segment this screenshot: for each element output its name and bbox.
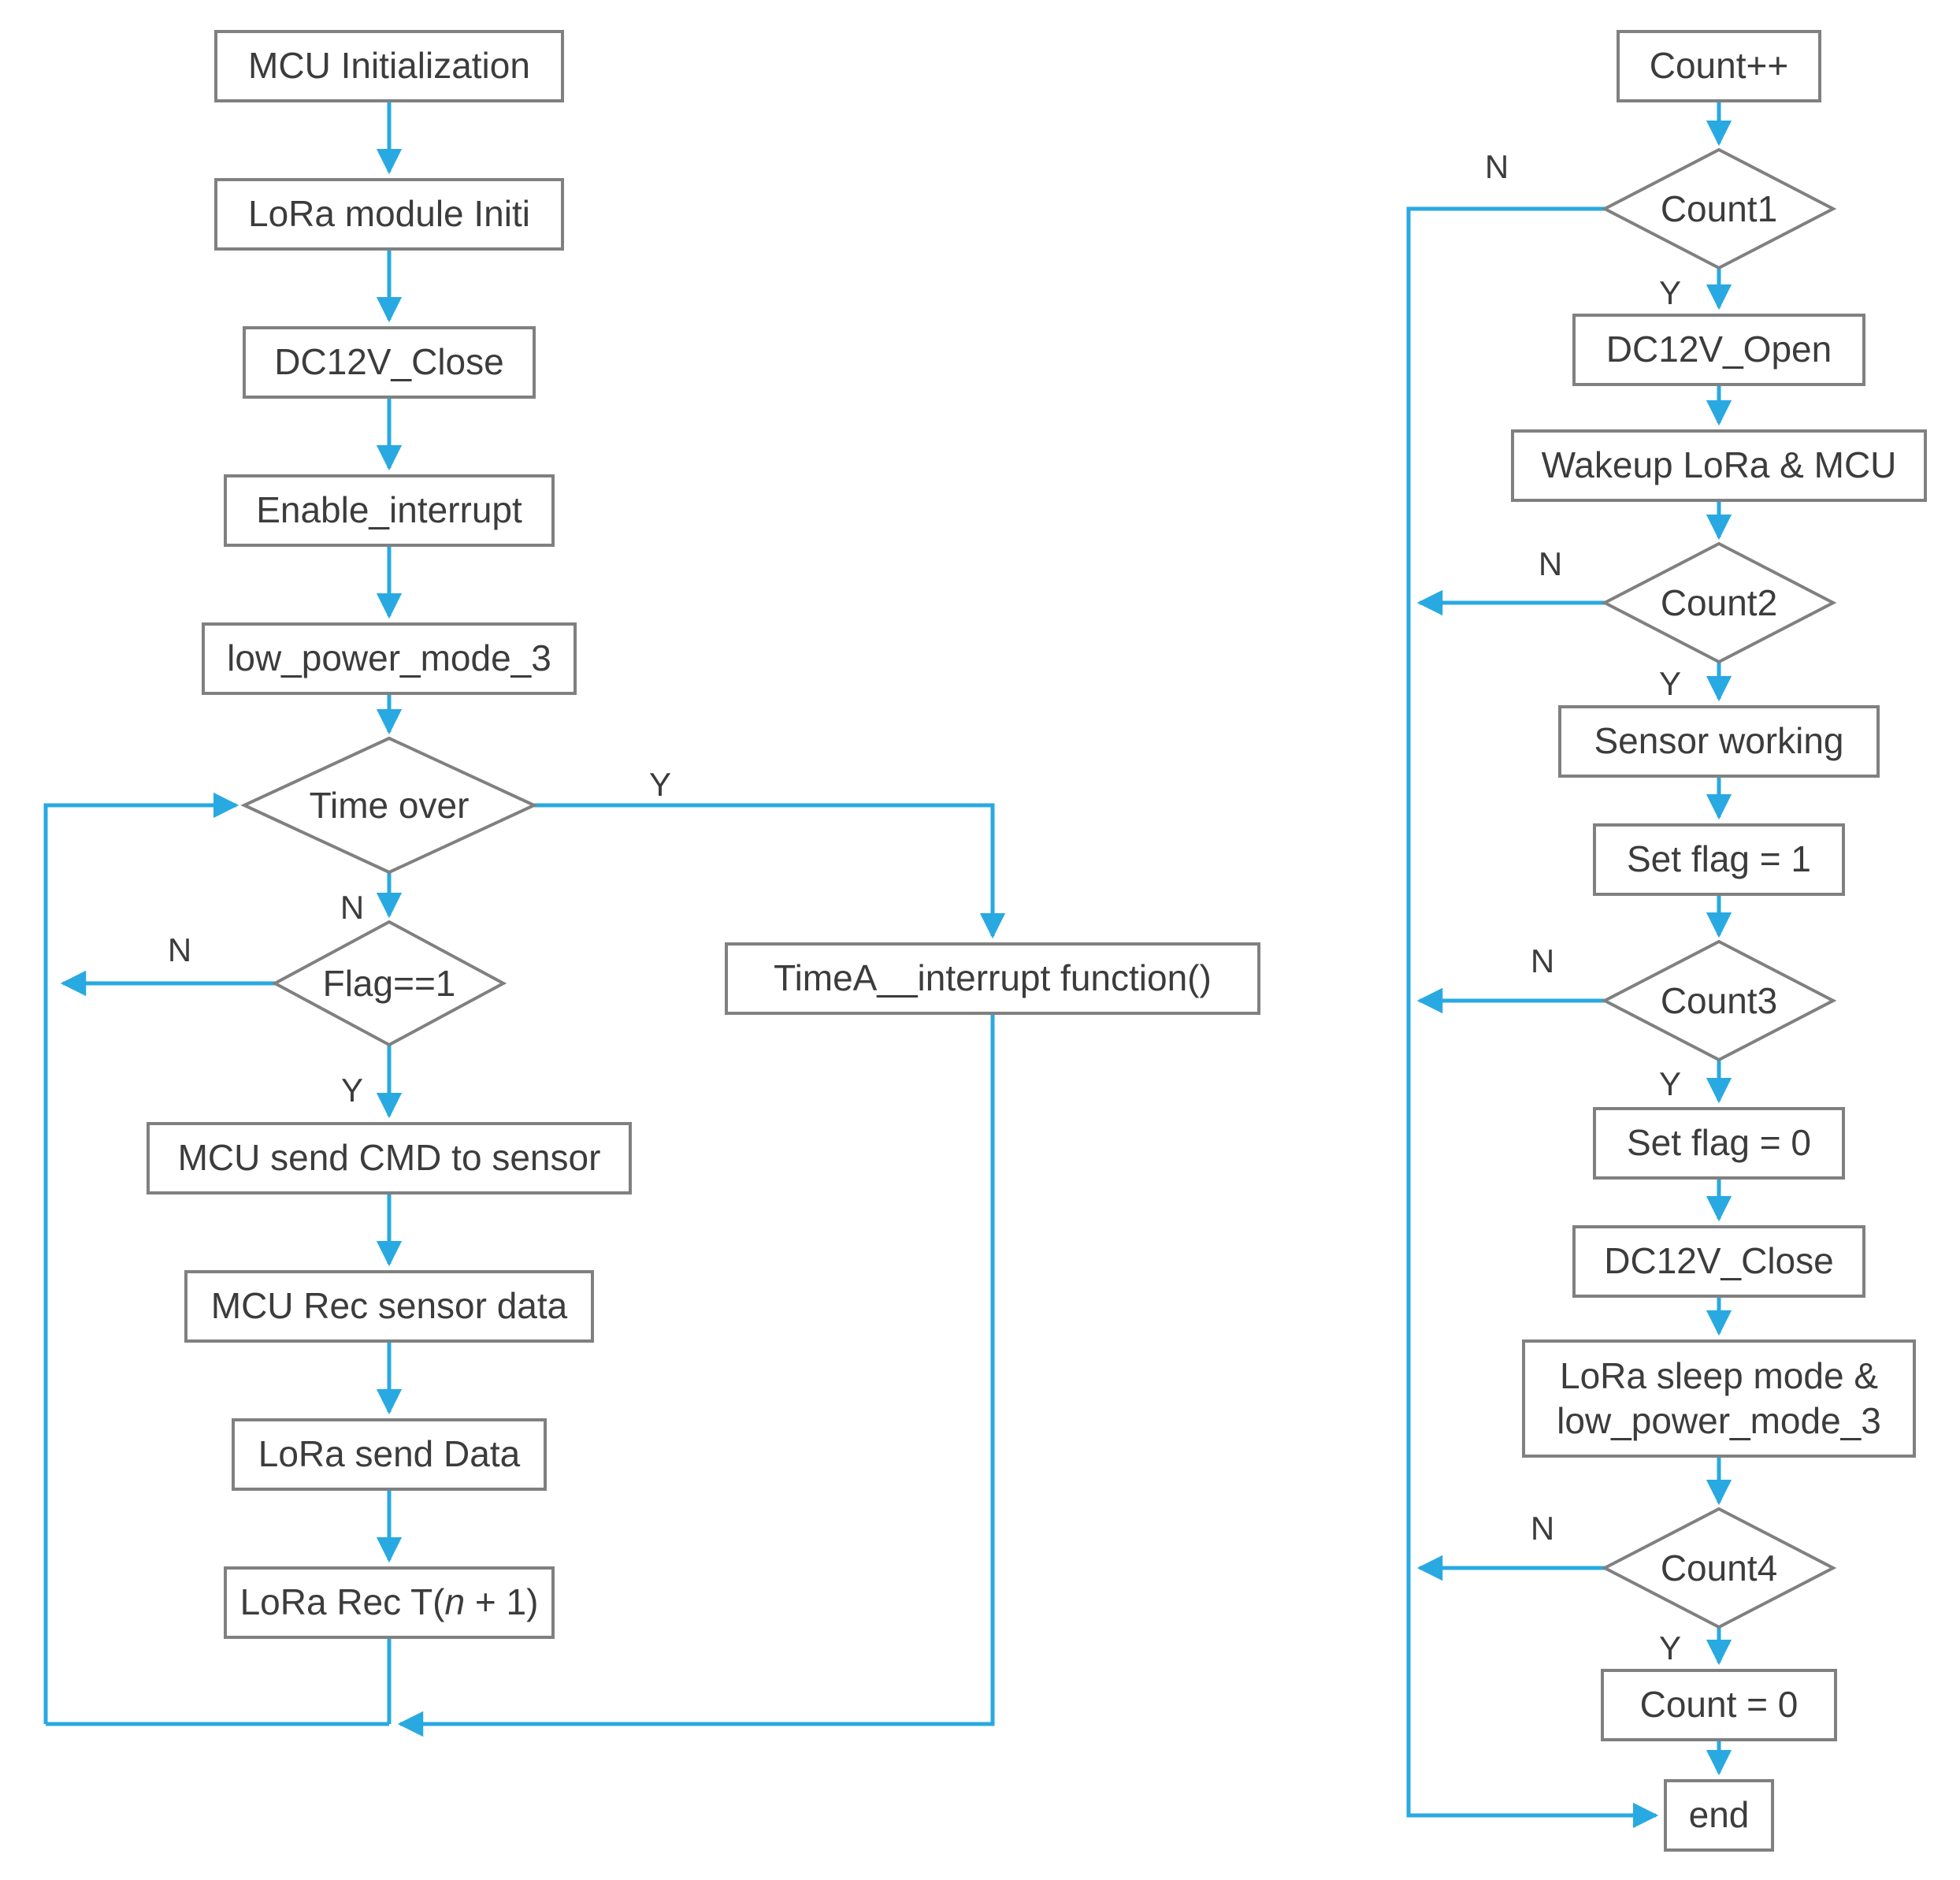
node-lora-send-data: LoRa send Data (232, 1418, 547, 1491)
node-label: end (1688, 1794, 1750, 1836)
node-label: Enable_interrupt (256, 489, 522, 531)
node-label: MCU Rec sensor data (210, 1285, 568, 1327)
node-mcu-initialization: MCU Initialization (214, 30, 564, 102)
node-count-plus-plus: Count++ (1617, 30, 1821, 102)
decision-count3-shape (1601, 939, 1837, 1062)
node-dc12v-close-right: DC12V_Close (1572, 1225, 1865, 1298)
node-low-power-mode-3: low_power_mode_3 (202, 622, 577, 695)
branch-label-count3-n: N (1530, 942, 1555, 979)
node-sensor-working: Sensor working (1558, 705, 1880, 778)
branch-label-time-over-y: Y (648, 766, 672, 803)
branch-label-count1-n: N (1484, 148, 1509, 185)
node-mcu-send-cmd: MCU send CMD to sensor (147, 1122, 632, 1195)
branch-label-count1-y: Y (1658, 274, 1682, 311)
decision-flag-shape (271, 920, 507, 1047)
node-label: Wakeup LoRa & MCU (1541, 444, 1897, 486)
node-enable-interrupt: Enable_interrupt (224, 474, 555, 547)
node-label: Set flag = 1 (1627, 838, 1811, 880)
node-label: Set flag = 0 (1627, 1122, 1811, 1164)
node-label: Count++ (1649, 45, 1789, 87)
branch-label-count4-y: Y (1658, 1629, 1682, 1666)
node-set-flag-1: Set flag = 1 (1593, 823, 1845, 896)
node-label: MCU send CMD to sensor (177, 1137, 601, 1179)
node-label: MCU Initialization (248, 45, 530, 87)
branch-label-count2-n: N (1538, 545, 1563, 582)
branch-label-flag-n: N (167, 931, 192, 968)
node-lora-module-initi: LoRa module Initi (214, 178, 564, 251)
node-wakeup-lora-mcu: Wakeup LoRa & MCU (1511, 429, 1927, 502)
node-timea-interrupt-function: TimeA__interrupt function() (725, 942, 1260, 1015)
node-label: DC12V_Close (274, 341, 504, 383)
node-label: LoRa module Initi (248, 193, 530, 235)
decision-time-over-shape (240, 736, 538, 875)
branch-label-time-over-n: N (340, 889, 365, 926)
decision-count1-shape (1601, 147, 1837, 270)
node-end: end (1664, 1779, 1774, 1852)
decision-count4-shape (1601, 1507, 1837, 1629)
node-dc12v-open: DC12V_Open (1572, 314, 1865, 386)
node-label: LoRa send Data (258, 1433, 521, 1475)
branch-label-count2-y: Y (1658, 665, 1682, 702)
decision-count2-shape (1601, 541, 1837, 664)
node-count-equals-0: Count = 0 (1601, 1669, 1837, 1741)
node-label: DC12V_Open (1605, 329, 1832, 370)
branch-label-count3-y: Y (1658, 1065, 1682, 1102)
branch-label-flag-y: Y (340, 1072, 364, 1109)
node-label: DC12V_Close (1604, 1240, 1834, 1282)
node-label: Count = 0 (1639, 1684, 1799, 1726)
node-set-flag-0: Set flag = 0 (1593, 1107, 1845, 1180)
node-label: LoRa Rec T(n + 1) (239, 1581, 539, 1623)
node-mcu-rec-sensor-data: MCU Rec sensor data (184, 1270, 594, 1343)
node-label: low_power_mode_3 (227, 637, 551, 679)
node-label: LoRa sleep mode &low_power_mode_3 (1557, 1354, 1881, 1442)
branch-label-count4-n: N (1530, 1510, 1555, 1547)
node-label: TimeA__interrupt function() (774, 957, 1212, 999)
node-lora-rec-t-n1: LoRa Rec T(n + 1) (224, 1566, 555, 1639)
node-label: Sensor working (1594, 720, 1844, 762)
node-dc12v-close-left: DC12V_Close (243, 326, 536, 399)
node-lora-sleep-mode: LoRa sleep mode &low_power_mode_3 (1522, 1339, 1916, 1458)
